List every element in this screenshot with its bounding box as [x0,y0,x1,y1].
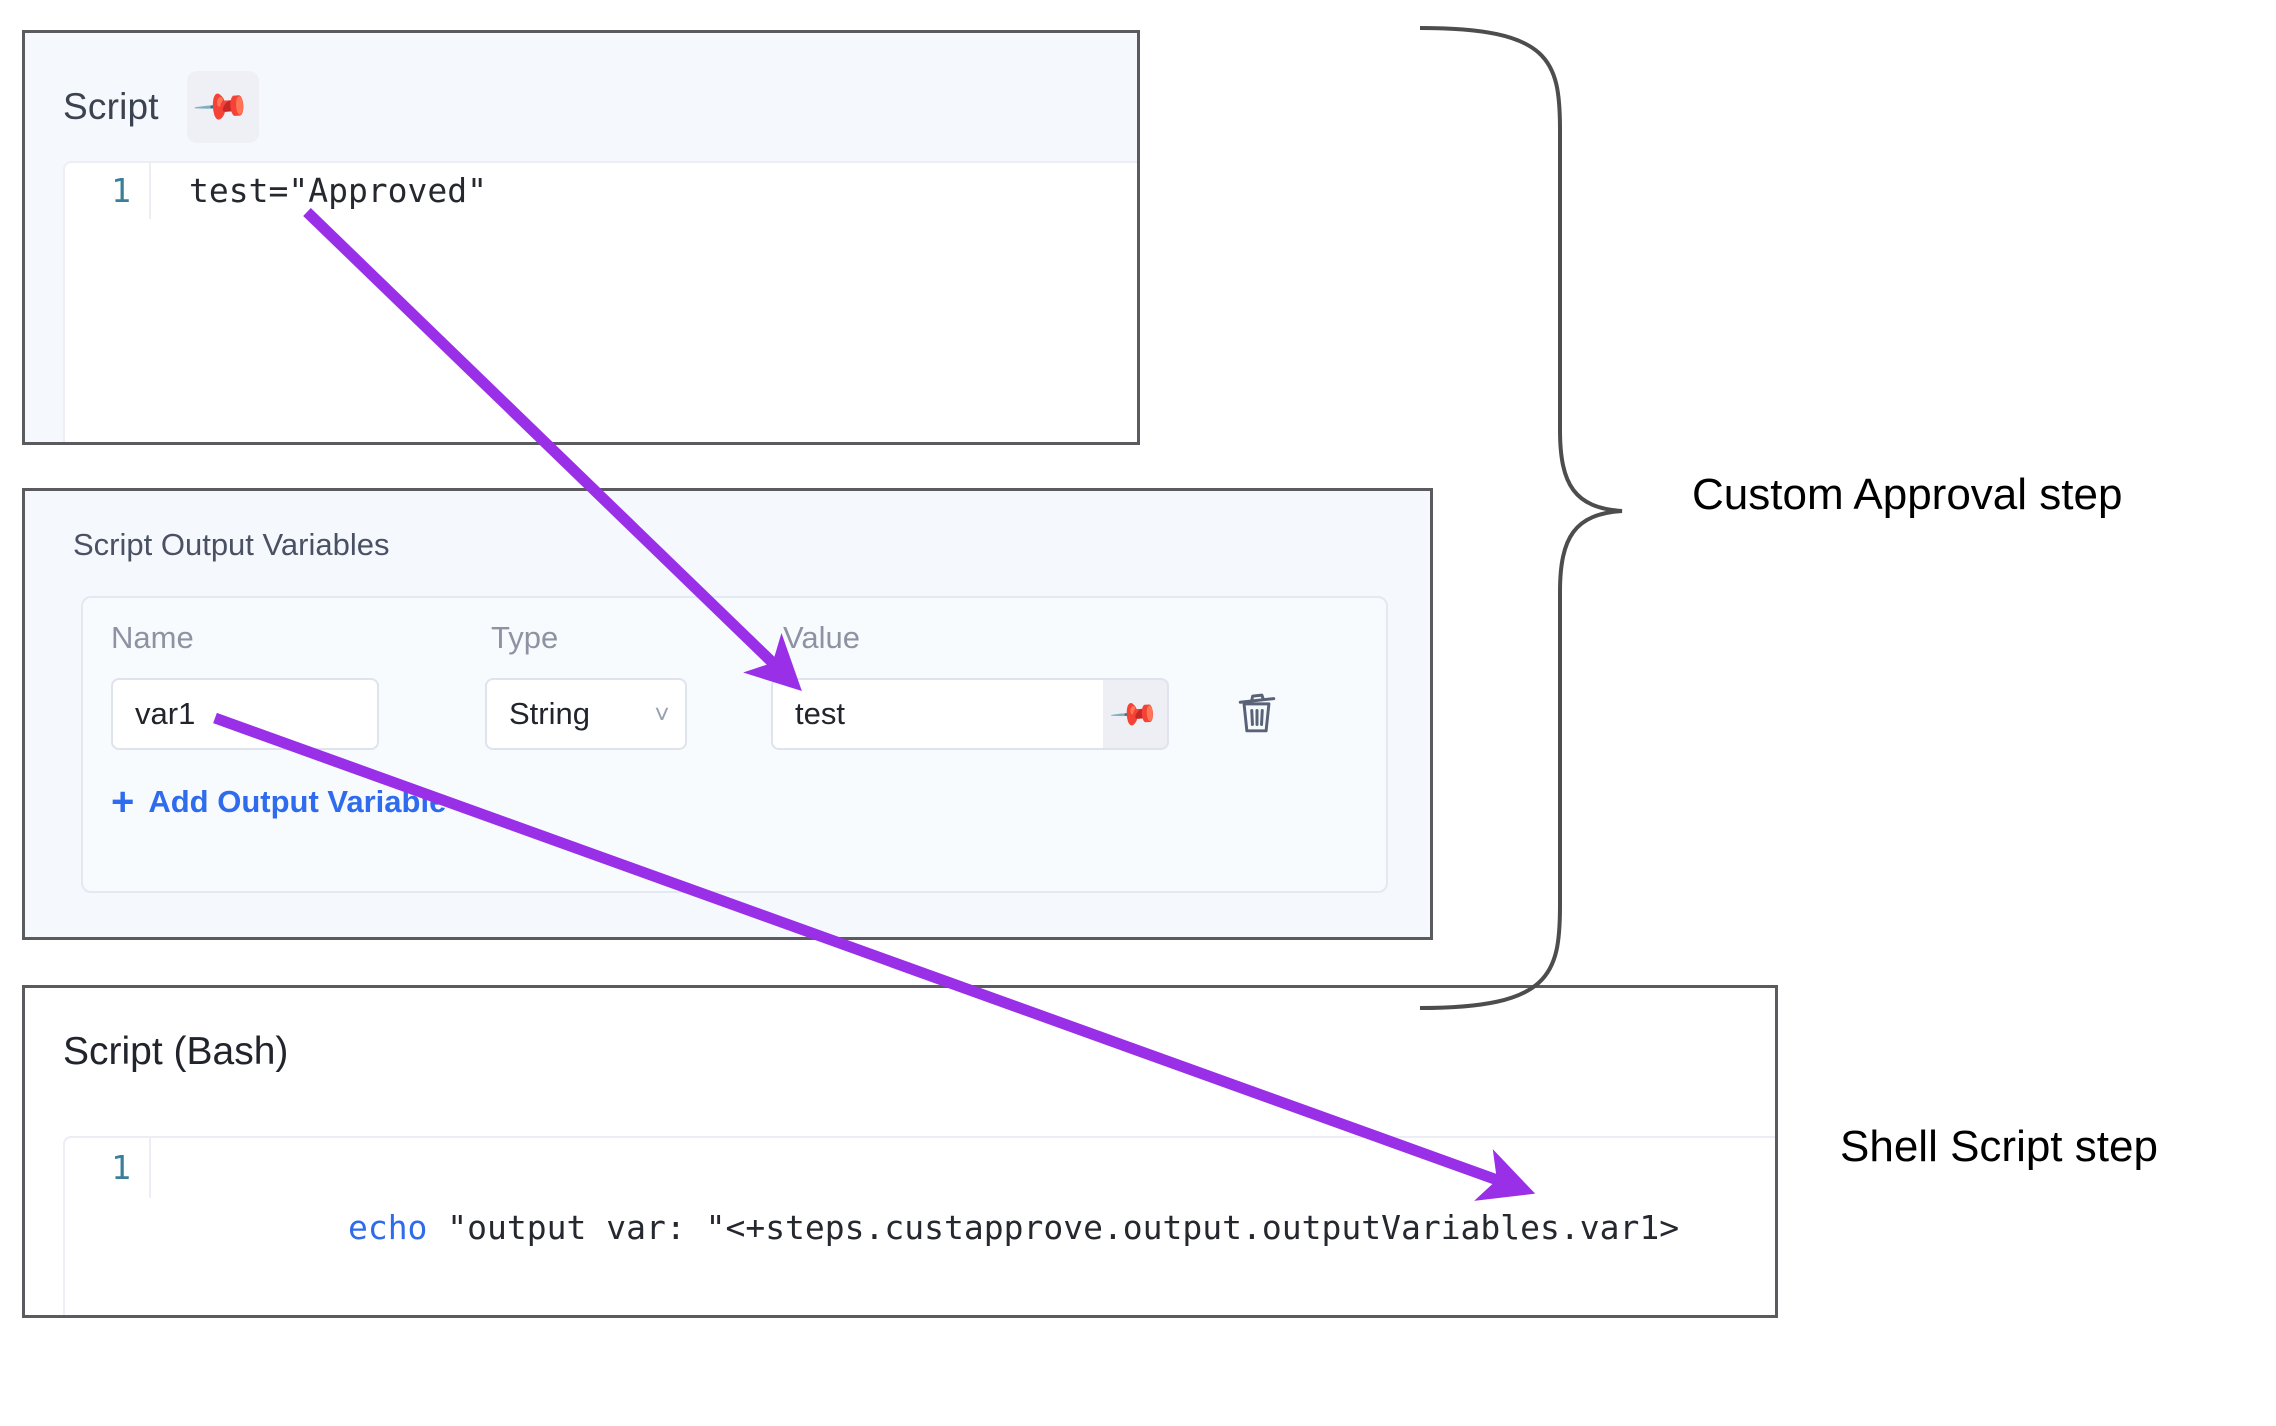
variable-type-value: String [509,696,590,731]
code-line-number: 1 [65,1138,151,1198]
output-variables-card: Name Type Value var1 String ˅ test 📌 [81,596,1388,893]
pin-icon: 📌 [192,76,254,137]
pin-icon: 📌 [1108,688,1162,740]
script-code-editor[interactable]: 1 test="Approved" [63,161,1137,442]
delete-variable-button[interactable] [1225,680,1289,748]
code-line: 1 test="Approved" [65,163,1137,219]
output-variable-row: var1 String ˅ test 📌 [83,678,1386,750]
bash-code-editor[interactable]: 1 echo "output var: "<+steps.custapprove… [63,1136,1775,1315]
code-keyword: echo [347,1208,428,1247]
variable-name-input[interactable]: var1 [111,678,379,750]
code-line: 1 echo "output var: "<+steps.custapprove… [65,1138,1775,1315]
variable-value-pin-button[interactable]: 📌 [1103,678,1169,750]
script-panel-title: Script [63,86,159,127]
bash-script-panel: Script (Bash) 1 echo "output var: "<+ste… [22,985,1778,1318]
code-line-number: 1 [65,163,151,219]
code-line-text: "output var: "<+steps.custapprove.output… [427,1208,1680,1247]
output-variables-title: Script Output Variables [73,527,390,562]
column-header-name: Name [111,620,194,655]
script-panel-header: Script 📌 [25,33,1137,143]
variable-type-select[interactable]: String ˅ [485,678,687,750]
shell-script-step-label: Shell Script step [1840,1122,2158,1171]
column-header-type: Type [491,620,559,655]
pin-icon-button[interactable]: 📌 [186,71,259,143]
variable-value-input[interactable]: test [771,678,1103,750]
custom-approval-step-label: Custom Approval step [1692,470,2123,519]
script-output-variables-panel: Script Output Variables Name Type Value … [22,488,1433,940]
output-variables-column-headers: Name Type Value [83,620,1386,666]
script-panel: Script 📌 1 test="Approved" [22,30,1140,445]
bash-panel-title: Script (Bash) [63,1030,289,1073]
add-output-variable-button[interactable]: + Add Output Variable [111,782,446,822]
chevron-down-icon: ˅ [654,698,670,729]
add-output-variable-label: Add Output Variable [148,784,447,819]
trash-icon [1238,693,1276,733]
plus-icon: + [111,780,135,824]
code-line-text: test="Approved" [189,171,488,210]
column-header-value: Value [783,620,860,655]
custom-approval-brace [1419,26,1623,1010]
